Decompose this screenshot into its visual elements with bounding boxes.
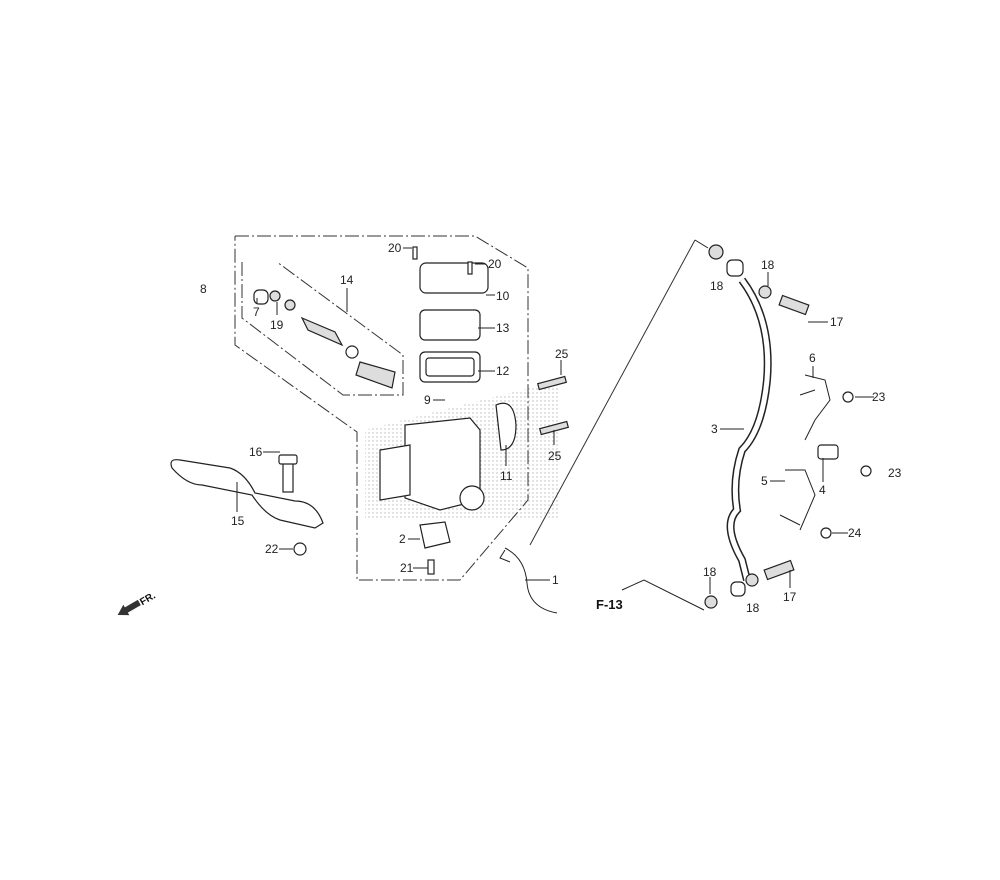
callout-8: 8 [200,282,207,296]
callout-6: 6 [809,351,816,365]
callout-2: 2 [399,532,406,546]
leader-line [694,239,709,249]
part-14-washer [284,299,296,311]
f13-leader [621,579,705,611]
callout-16: 16 [249,445,263,459]
part-20-screw [467,261,473,275]
part-4-clamp [817,444,839,460]
callout-25: 25 [548,449,562,463]
part-18-washer [758,285,772,299]
part-17-bolt [778,294,810,316]
part-15-lever [170,459,324,529]
callout-3: 3 [711,422,718,436]
front-arrow-label: FR. [138,590,158,608]
part-7-boot [253,289,269,305]
callout-23: 23 [872,390,886,404]
part-14-spring [355,361,396,389]
part-16-bolt [282,459,294,493]
callout-21: 21 [400,561,414,575]
callout-23: 23 [888,466,902,480]
callout-17: 17 [783,590,797,604]
hose-upper-fitting [726,259,744,277]
callout-9: 9 [424,393,431,407]
callout-1: 1 [552,573,559,587]
part-17-bolt [763,559,795,581]
callout-4: 4 [819,483,826,497]
part-14-piston [300,316,344,347]
part-18-washer [708,244,724,260]
callout-10: 10 [496,289,510,303]
part-25-bolt [536,375,568,391]
part-5-bracket [779,469,816,531]
callout-7: 7 [253,305,260,319]
part-13-plate [419,309,481,341]
part-10-cap [419,262,489,294]
part-6-bracket [799,374,831,441]
callout-18: 18 [710,279,724,293]
callout-12: 12 [496,364,510,378]
part-19-clip [269,290,281,302]
leader-line [529,239,696,546]
callout-labels: 8 20 20 10 14 7 19 13 12 25 9 16 11 25 1… [200,241,902,615]
callout-11: 11 [500,469,513,483]
part-1-wire [499,547,558,614]
part-18-washer [704,595,718,609]
front-arrow-icon: FR. [117,590,158,616]
part-18-washer [745,573,759,587]
callout-18: 18 [746,601,760,615]
master-cylinder-parts [170,246,570,614]
part-22-nut [293,542,307,556]
part-2-switch [419,521,451,549]
part-21-screw [427,559,435,575]
assembly-8-boundary [234,235,529,581]
reference-f13: F-13 [596,597,623,612]
callout-17: 17 [830,315,844,329]
part-14-cup [345,345,359,359]
callout-14: 14 [340,273,354,287]
callout-24: 24 [848,526,862,540]
part-23-bolt [860,465,872,477]
callout-18: 18 [761,258,775,272]
hose-parts [704,244,872,609]
part-23-bolt [842,391,854,403]
leader-lines [236,247,874,594]
callout-25: 25 [555,347,569,361]
callout-15: 15 [231,514,245,528]
kit-14-boundary [241,261,404,396]
callout-5: 5 [761,474,768,488]
part-20-screw [412,246,418,260]
callout-22: 22 [265,542,279,556]
callout-13: 13 [496,321,510,335]
callout-18: 18 [703,565,717,579]
part-25-bolt [538,420,570,436]
callout-20: 20 [488,257,502,271]
part-24-bolt [820,527,832,539]
callout-20: 20 [388,241,402,255]
callout-19: 19 [270,318,284,332]
